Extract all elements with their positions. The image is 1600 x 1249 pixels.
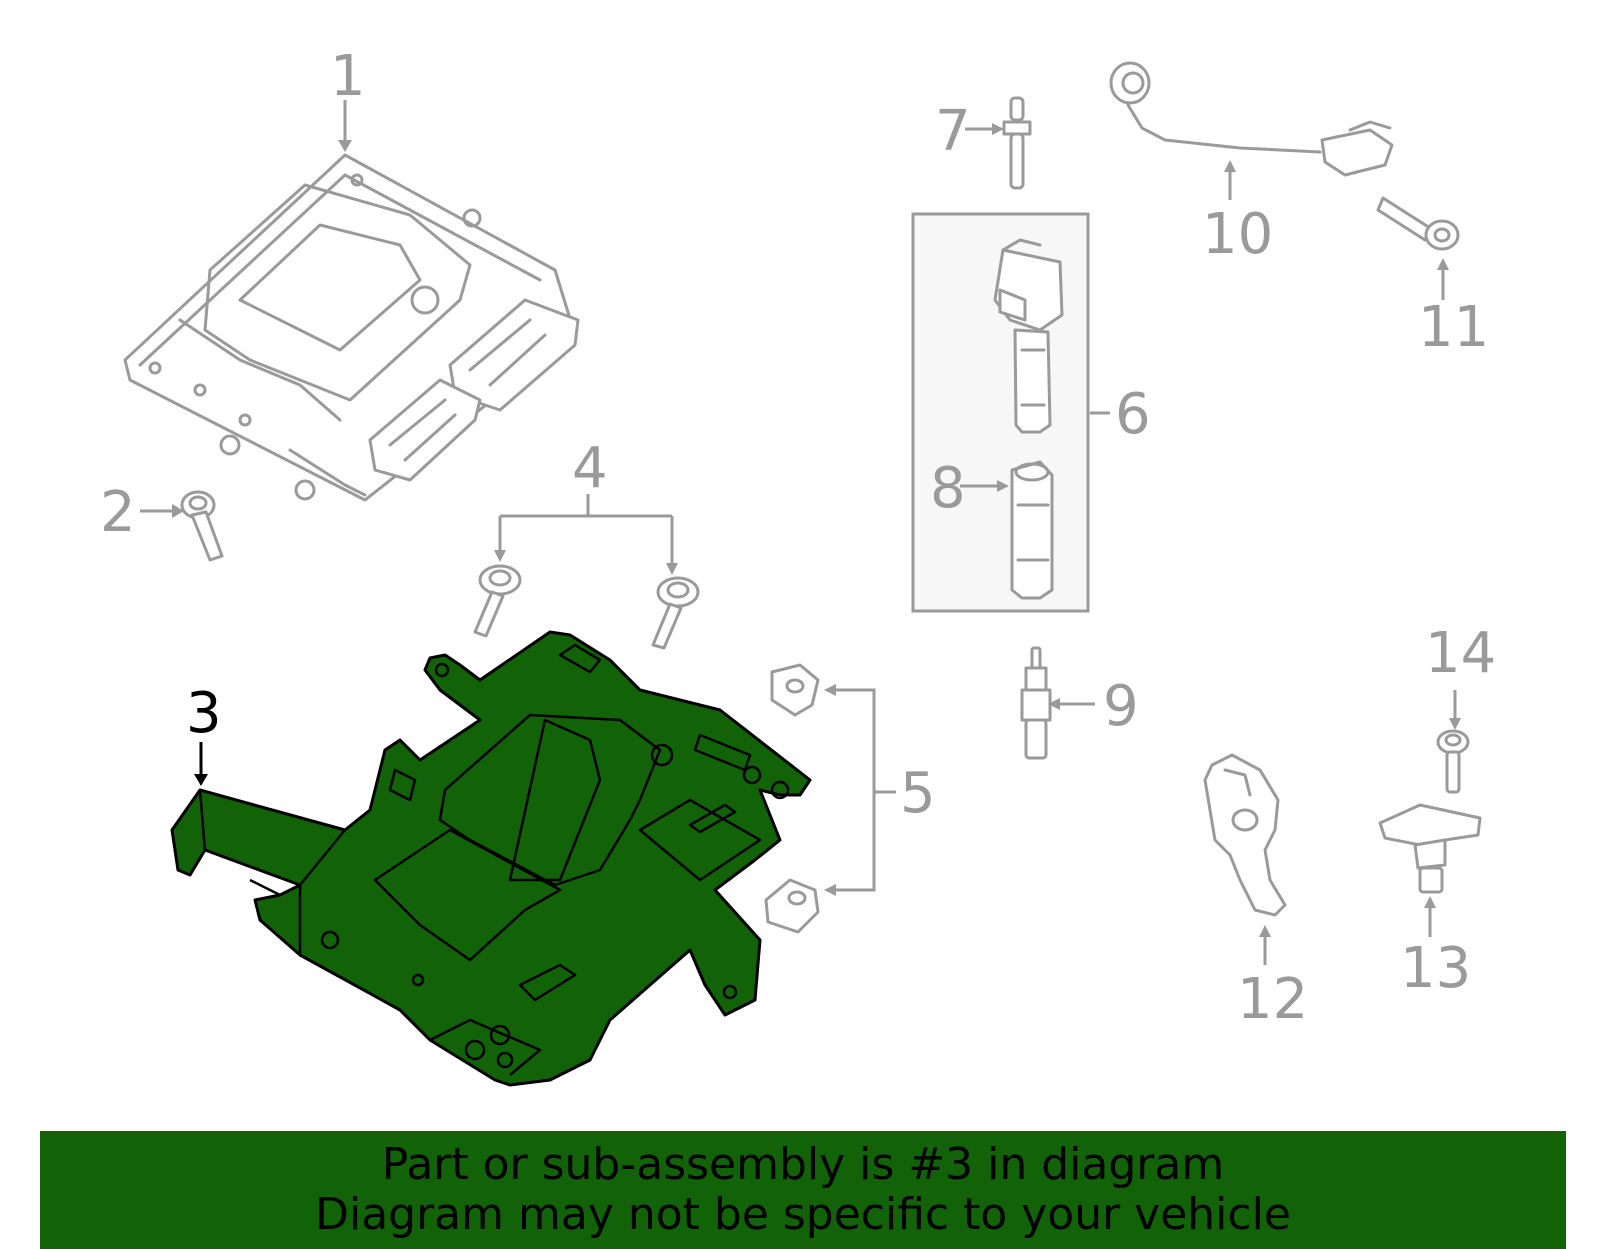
part-4-bolts[interactable] xyxy=(473,564,700,650)
part-11-bolt[interactable] xyxy=(1376,196,1460,251)
callout-14: 14 xyxy=(1425,621,1496,686)
part-5-clips[interactable] xyxy=(764,663,820,934)
banner-line-1: Part or sub-assembly is #3 in diagram xyxy=(381,1139,1225,1190)
callout-3: 3 xyxy=(186,681,222,746)
part-13-sensor[interactable] xyxy=(1378,803,1482,894)
part-2-bolt[interactable] xyxy=(180,490,224,562)
info-banner: Part or sub-assembly is #3 in diagram Di… xyxy=(40,1131,1566,1249)
part-12-sensor[interactable] xyxy=(1203,753,1287,917)
callout-1: 1 xyxy=(330,44,366,109)
callout-4: 4 xyxy=(572,436,608,501)
part-14-bolt[interactable] xyxy=(1436,729,1470,794)
callout-7: 7 xyxy=(935,99,971,164)
callout-8: 8 xyxy=(930,456,966,521)
callout-5: 5 xyxy=(900,761,936,826)
callout-13: 13 xyxy=(1400,936,1471,1001)
callout-12: 12 xyxy=(1237,967,1308,1032)
part-8-coil-boot[interactable] xyxy=(1010,460,1054,600)
part-7-stud[interactable] xyxy=(1002,96,1032,190)
callout-11: 11 xyxy=(1418,295,1489,360)
callout-6: 6 xyxy=(1115,382,1151,447)
part-6-ignition-coil[interactable] xyxy=(993,238,1064,434)
banner-line-2: Diagram may not be specific to your vehi… xyxy=(315,1189,1291,1240)
callout-2: 2 xyxy=(100,480,136,545)
part-10-knock-sensor[interactable] xyxy=(1109,61,1394,177)
part-9-spark-plug[interactable] xyxy=(1020,646,1052,760)
part-3-bracket[interactable] xyxy=(170,630,812,1087)
part-1-control-module[interactable] xyxy=(123,153,580,502)
callout-9: 9 xyxy=(1103,674,1139,739)
callout-10: 10 xyxy=(1202,202,1273,267)
